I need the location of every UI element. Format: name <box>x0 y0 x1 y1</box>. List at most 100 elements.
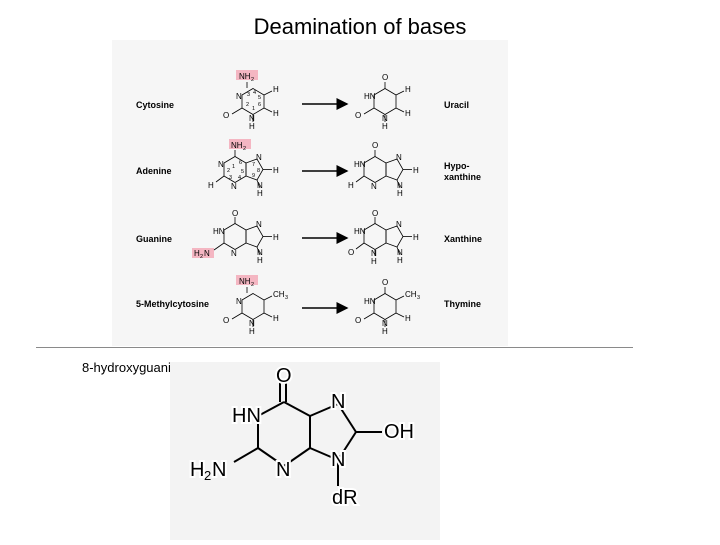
svg-text:HN: HN <box>364 297 376 306</box>
svg-text:O: O <box>355 316 361 325</box>
adenine-structure <box>215 139 272 189</box>
svg-text:H: H <box>405 85 411 94</box>
svg-text:dR: dR <box>332 487 358 509</box>
svg-text:O: O <box>382 73 388 82</box>
guanine-structure <box>192 217 272 258</box>
label-guanine: Guanine <box>136 234 172 244</box>
svg-text:N: N <box>231 182 237 191</box>
svg-text:N: N <box>231 249 237 258</box>
svg-text:H: H <box>348 181 354 190</box>
svg-text:NH: NH <box>231 141 243 150</box>
slide-title: Deamination of bases <box>253 14 467 39</box>
label-adenine: Adenine <box>136 166 172 176</box>
svg-text:O: O <box>276 365 292 387</box>
svg-text:H: H <box>249 122 255 131</box>
svg-text:2: 2 <box>227 168 230 174</box>
svg-text:H: H <box>273 85 279 94</box>
svg-text:7: 7 <box>252 162 255 168</box>
svg-text:N: N <box>397 248 403 257</box>
svg-text:CH: CH <box>405 290 417 299</box>
svg-text:NH: NH <box>239 72 251 81</box>
label-uracil: Uracil <box>444 100 469 110</box>
label-5-methylcytosine: 5-Methylcytosine <box>136 299 209 309</box>
svg-text:H: H <box>190 459 204 481</box>
svg-text:N: N <box>256 220 262 229</box>
svg-text:CH: CH <box>273 290 285 299</box>
cytosine-structure <box>231 70 273 122</box>
svg-text:N: N <box>204 249 210 258</box>
svg-text:N: N <box>249 319 255 328</box>
svg-text:H: H <box>397 256 403 265</box>
hydroxyguanine-structure: O HN H 2 N N N OH N dR <box>170 362 440 540</box>
svg-text:O: O <box>372 209 378 218</box>
svg-text:N: N <box>331 391 345 413</box>
svg-text:O: O <box>232 209 238 218</box>
svg-text:HN: HN <box>354 227 366 236</box>
uracil-structure <box>363 82 405 122</box>
svg-text:2: 2 <box>243 146 246 152</box>
svg-text:N: N <box>236 297 242 306</box>
svg-text:NH: NH <box>239 277 251 286</box>
svg-text:8: 8 <box>257 168 260 174</box>
svg-text:N: N <box>382 114 388 123</box>
hypoxanthine-structure <box>355 150 412 189</box>
svg-text:5: 5 <box>241 169 244 175</box>
svg-text:HN: HN <box>354 160 366 169</box>
svg-text:5: 5 <box>258 95 261 101</box>
svg-text:N: N <box>276 459 290 481</box>
svg-text:N: N <box>249 114 255 123</box>
svg-text:N: N <box>218 160 224 169</box>
svg-text:N: N <box>397 181 403 190</box>
svg-text:N: N <box>371 182 377 191</box>
svg-text:N: N <box>257 248 263 257</box>
svg-text:H: H <box>397 189 403 198</box>
svg-text:O: O <box>223 316 229 325</box>
svg-text:H: H <box>371 257 377 266</box>
svg-text:H: H <box>405 109 411 118</box>
svg-text:H: H <box>273 233 279 242</box>
label-xanthine: Xanthine <box>444 234 482 244</box>
svg-text:4: 4 <box>253 90 256 96</box>
svg-text:H: H <box>208 181 214 190</box>
svg-text:3: 3 <box>417 295 420 301</box>
svg-text:N: N <box>236 92 242 101</box>
svg-text:H: H <box>413 233 419 242</box>
label-hypoxanthine-2: xanthine <box>444 172 481 182</box>
svg-text:N: N <box>212 459 226 481</box>
svg-text:6: 6 <box>239 160 242 166</box>
svg-text:HN: HN <box>213 227 225 236</box>
svg-text:4: 4 <box>238 175 241 181</box>
svg-text:3: 3 <box>247 92 250 98</box>
svg-text:N: N <box>396 153 402 162</box>
svg-text:H: H <box>413 166 419 175</box>
svg-text:H: H <box>194 249 200 258</box>
svg-text:N: N <box>257 181 263 190</box>
svg-text:1: 1 <box>252 106 255 112</box>
svg-text:H: H <box>273 166 279 175</box>
svg-text:H: H <box>405 314 411 323</box>
label-hypoxanthine-1: Hypo- <box>444 161 470 171</box>
svg-text:H: H <box>273 109 279 118</box>
svg-text:O: O <box>382 278 388 287</box>
svg-text:2: 2 <box>246 102 249 108</box>
svg-text:2: 2 <box>204 468 211 483</box>
svg-text:HN: HN <box>232 405 261 427</box>
svg-text:O: O <box>348 248 354 257</box>
xanthine-structure <box>355 217 412 256</box>
svg-text:2: 2 <box>200 254 203 260</box>
svg-text:O: O <box>355 111 361 120</box>
label-cytosine: Cytosine <box>136 100 174 110</box>
svg-text:N: N <box>382 319 388 328</box>
svg-text:O: O <box>372 141 378 150</box>
svg-text:HN: HN <box>364 92 376 101</box>
svg-text:6: 6 <box>258 102 261 108</box>
divider-line <box>36 347 633 348</box>
svg-text:N: N <box>331 449 345 471</box>
svg-text:H: H <box>257 256 263 265</box>
label-thymine: Thymine <box>444 299 481 309</box>
svg-text:1: 1 <box>232 164 235 170</box>
svg-text:2: 2 <box>251 77 254 83</box>
methylcytosine-structure <box>231 275 273 327</box>
svg-text:3: 3 <box>285 295 288 301</box>
